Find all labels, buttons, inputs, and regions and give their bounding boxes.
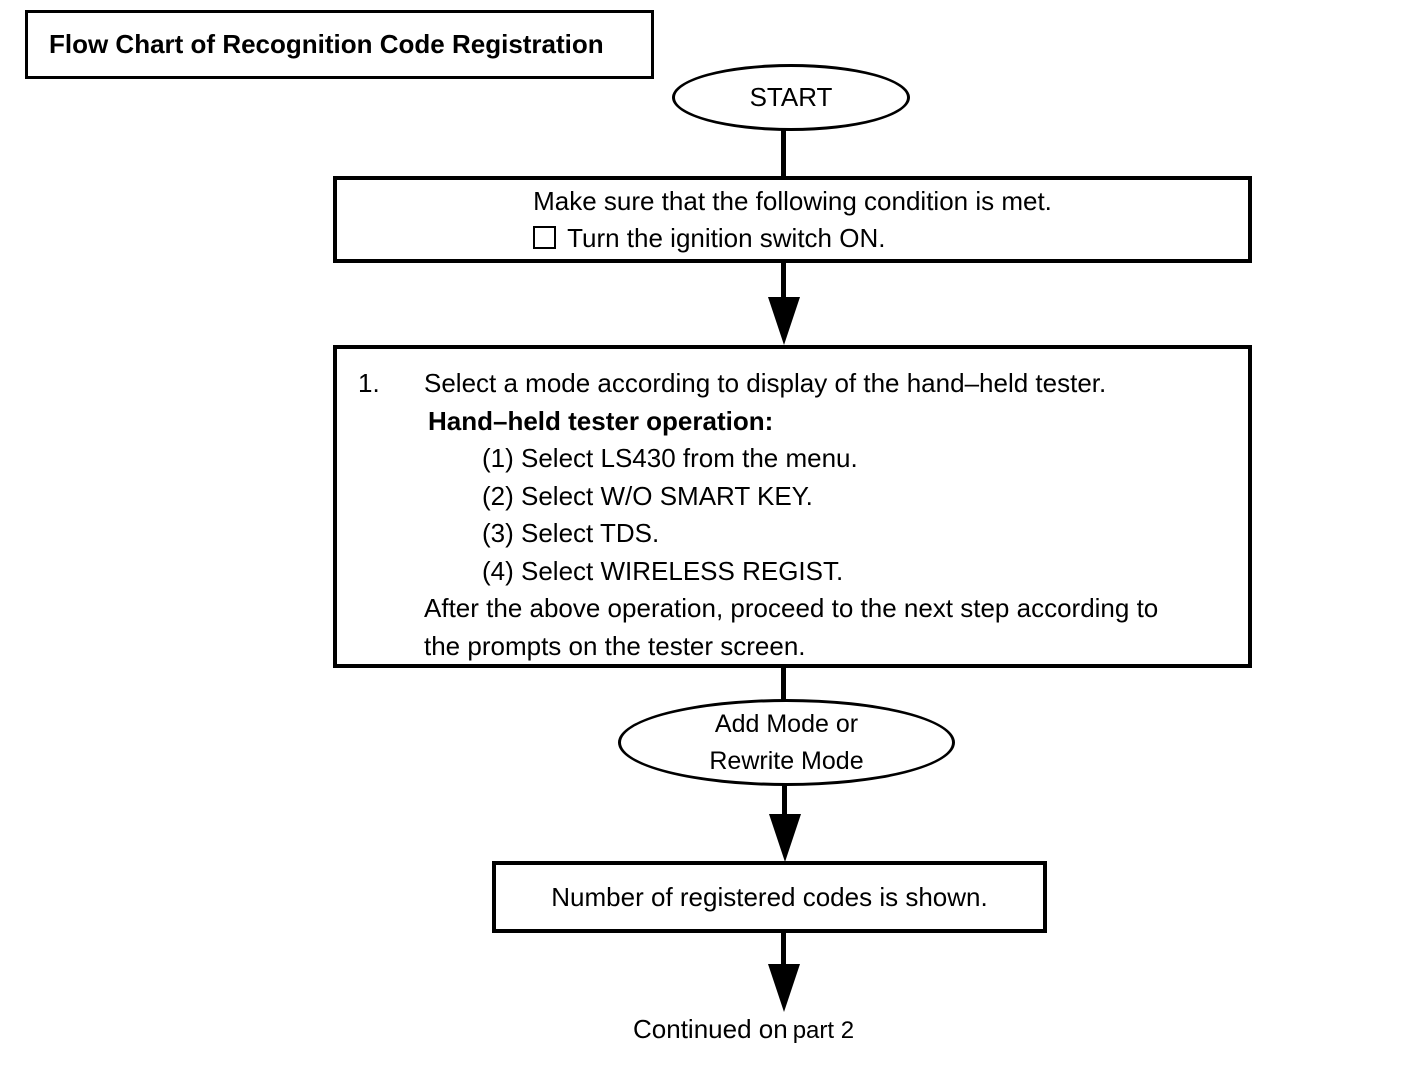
step-number: 1. — [358, 368, 380, 398]
connector-condition-to-step — [781, 261, 786, 301]
condition-checklist-item: Turn the ignition switch ON. — [567, 222, 886, 253]
result-box: Number of registered codes is shown. — [492, 861, 1047, 933]
mode-line1: Add Mode or — [714, 709, 859, 738]
condition-box: Make sure that the following condition i… — [333, 176, 1252, 263]
condition-text-block: Make sure that the following condition i… — [533, 183, 1052, 257]
arrowhead-down-icon — [769, 814, 801, 862]
step-subtitle: Hand–held tester operation: — [428, 405, 774, 436]
connector-start-to-condition — [781, 129, 786, 178]
chart-title-box: Flow Chart of Recognition Code Registrat… — [25, 10, 654, 79]
checkbox-icon — [533, 225, 557, 249]
mode-line2: Rewrite Mode — [709, 746, 864, 775]
continuation-suffix: part 2 — [792, 1017, 855, 1044]
mode-oval: Add Mode or Rewrite Mode — [618, 699, 955, 786]
step-instruction: Select a mode according to display of th… — [424, 368, 1107, 398]
continuation-prefix: Continued on — [633, 1014, 788, 1044]
step-footer-line2: the prompts on the tester screen. — [424, 630, 806, 661]
start-terminator: START — [672, 64, 910, 131]
substep-4: (4) Select WIRELESS REGIST. — [482, 555, 844, 586]
step-footer-line1: After the above operation, proceed to th… — [424, 593, 1159, 623]
step-instruction-row: 1. Select a mode according to display of… — [337, 365, 1248, 403]
connector-result-to-continuation — [781, 931, 786, 969]
connector-step-to-mode — [781, 665, 786, 701]
condition-line2: Turn the ignition switch ON. — [533, 220, 1052, 257]
start-label: START — [749, 82, 833, 112]
substep-2: (2) Select W/O SMART KEY. — [482, 480, 813, 511]
chart-title: Flow Chart of Recognition Code Registrat… — [49, 29, 604, 59]
substep-1: (1) Select LS430 from the menu. — [482, 443, 858, 473]
connector-mode-to-result — [782, 783, 787, 819]
substep-3: (3) Select TDS. — [482, 518, 660, 548]
step-box: 1. Select a mode according to display of… — [333, 345, 1252, 668]
arrowhead-down-icon — [768, 297, 800, 345]
arrowhead-down-icon — [768, 964, 800, 1012]
result-label: Number of registered codes is shown. — [551, 881, 988, 912]
condition-line1: Make sure that the following condition i… — [533, 185, 1052, 216]
